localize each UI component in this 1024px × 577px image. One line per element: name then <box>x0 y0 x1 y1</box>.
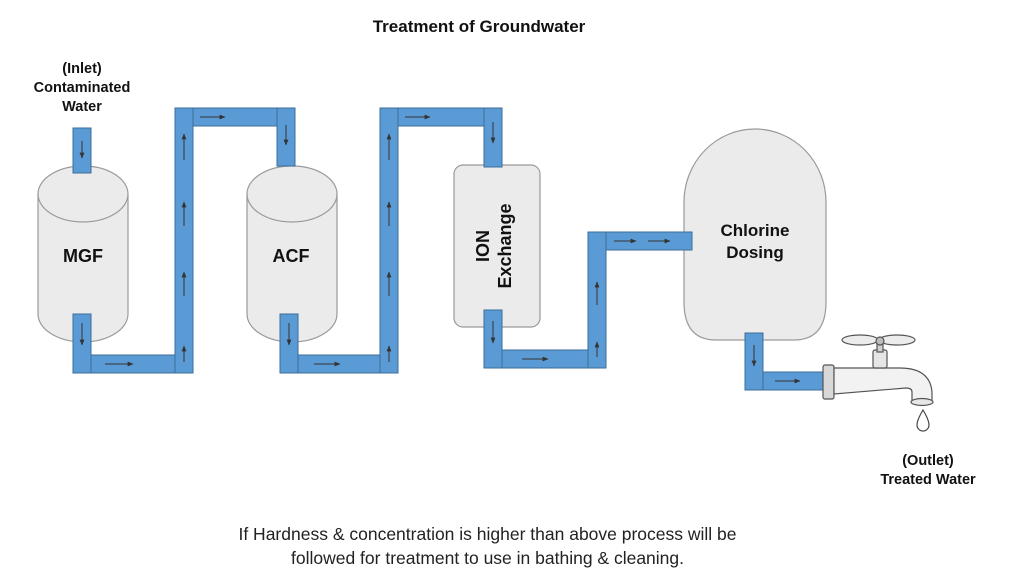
pipes <box>72 107 824 391</box>
ion-label-line1: ION <box>473 230 493 262</box>
water-drop-icon <box>916 408 930 432</box>
inlet-label-line3: Water <box>62 99 102 115</box>
footer-line2: followed for treatment to use in bathing… <box>290 548 684 568</box>
ion-label-line2: Exchange <box>495 203 515 288</box>
diagram-title: Treatment of Groundwater <box>372 17 586 36</box>
pipe-riser-1 <box>174 107 194 374</box>
flow-arrow-icon <box>79 114 801 384</box>
footer-note: If Hardness & concentration is higher th… <box>160 522 815 570</box>
chlorine-label-line1: Chlorine <box>721 221 790 240</box>
chlorine-label-line2: Dosing <box>726 243 784 262</box>
acf-tank <box>246 165 338 343</box>
mgf-label: MGF <box>63 246 103 266</box>
outlet-label-line2: Treated Water <box>880 472 976 488</box>
outlet-label-line1: (Outlet) <box>902 453 954 469</box>
acf-label: ACF <box>273 246 310 266</box>
mgf-tank <box>37 165 129 343</box>
inlet-label: (Inlet) Contaminated Water <box>20 60 144 117</box>
outlet-label: (Outlet) Treated Water <box>864 452 992 490</box>
pipe-riser-2 <box>379 107 399 374</box>
inlet-label-line1: (Inlet) <box>62 61 102 77</box>
chlorine-dosing-tank <box>683 128 827 341</box>
footer-line1: If Hardness & concentration is higher th… <box>238 524 737 544</box>
inlet-label-line2: Contaminated <box>33 80 131 96</box>
water-tap-icon <box>822 334 934 407</box>
